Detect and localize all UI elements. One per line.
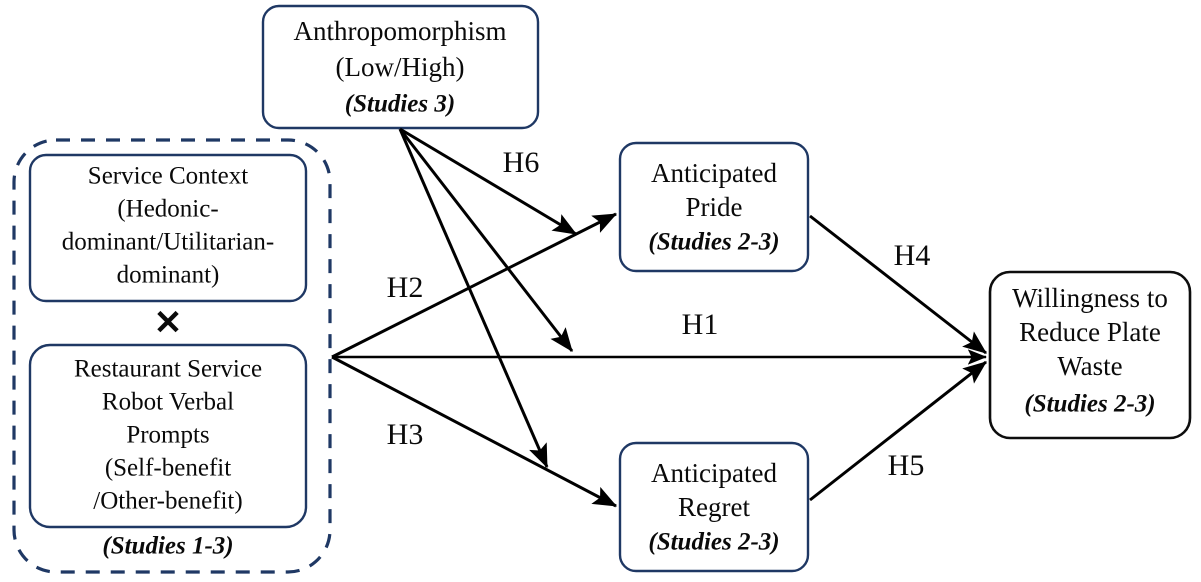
anthropomorphism-studies-label: (Studies 3) bbox=[345, 91, 455, 118]
path-h5-arrow bbox=[809, 360, 987, 502]
anticipated-regret-line1: Anticipated bbox=[651, 458, 777, 488]
anticipated-regret-studies-label: (Studies 2-3) bbox=[648, 529, 779, 556]
path-moderation-onto-h1-arrow bbox=[398, 128, 574, 352]
node-willingness-to-reduce-plate-waste[interactable]: Willingness to Reduce Plate Waste (Studi… bbox=[988, 270, 1192, 440]
path-h3-arrow bbox=[331, 355, 618, 508]
robot-prompts-line3: Prompts bbox=[126, 422, 209, 449]
hypothesis-label-h1: H1 bbox=[682, 308, 719, 341]
hypothesis-label-h6: H6 bbox=[503, 146, 540, 179]
hypothesis-label-h3: H3 bbox=[387, 418, 424, 451]
service-context-line1: Service Context bbox=[88, 163, 248, 190]
willingness-studies-label: (Studies 2-3) bbox=[1024, 391, 1155, 418]
path-h6-moderation-arrow bbox=[399, 127, 578, 236]
anticipated-pride-line1: Anticipated bbox=[651, 158, 777, 188]
hypothesis-label-h5: H5 bbox=[888, 449, 925, 482]
path-h4-arrow bbox=[809, 214, 987, 355]
service-context-line3: dominant/Utilitarian- bbox=[62, 229, 274, 256]
anticipated-regret-line2: Regret bbox=[678, 492, 750, 522]
willingness-box bbox=[988, 270, 1192, 440]
node-robot-verbal-prompts[interactable]: Restaurant Service Robot Verbal Prompts … bbox=[28, 343, 308, 529]
interaction-operator-symbol: ✕ bbox=[154, 304, 183, 342]
path-moderation-onto-h3-arrow bbox=[398, 128, 549, 469]
anthropomorphism-box bbox=[261, 4, 540, 130]
robot-prompts-line2: Robot Verbal bbox=[102, 389, 234, 416]
node-service-context[interactable]: Service Context (Hedonic- dominant/Utili… bbox=[28, 153, 308, 303]
willingness-line1: Willingness to bbox=[1012, 283, 1168, 313]
service-context-line2: (Hedonic- bbox=[117, 196, 218, 223]
iv-group-studies-label: (Studies 1-3) bbox=[102, 533, 233, 560]
robot-prompts-box bbox=[28, 343, 308, 529]
willingness-line2: Reduce Plate bbox=[1019, 317, 1161, 347]
robot-prompts-line5: /Other-benefit) bbox=[93, 488, 242, 515]
robot-prompts-line4: (Self-benefit bbox=[105, 455, 231, 482]
anticipated-regret-box bbox=[618, 441, 810, 573]
hypothesis-label-h2: H2 bbox=[387, 271, 424, 304]
anticipated-pride-studies-label: (Studies 2-3) bbox=[648, 229, 779, 256]
hypothesis-label-h4: H4 bbox=[894, 239, 931, 272]
anticipated-pride-box bbox=[618, 141, 810, 273]
anthropomorphism-line2: (Low/High) bbox=[336, 52, 465, 82]
anticipated-pride-line2: Pride bbox=[686, 192, 743, 222]
service-context-box bbox=[28, 153, 308, 303]
path-h2-arrow bbox=[331, 212, 618, 359]
willingness-line3: Waste bbox=[1057, 351, 1122, 381]
node-anticipated-regret[interactable]: Anticipated Regret (Studies 2-3) bbox=[618, 441, 810, 573]
robot-prompts-line1: Restaurant Service bbox=[74, 356, 262, 383]
iv-group-dashed-container bbox=[12, 138, 332, 574]
anthropomorphism-line1: Anthropomorphism bbox=[294, 16, 507, 46]
service-context-line4: dominant) bbox=[117, 262, 220, 289]
node-anthropomorphism[interactable]: Anthropomorphism (Low/High) (Studies 3) bbox=[261, 4, 540, 130]
node-anticipated-pride[interactable]: Anticipated Pride (Studies 2-3) bbox=[618, 141, 810, 273]
